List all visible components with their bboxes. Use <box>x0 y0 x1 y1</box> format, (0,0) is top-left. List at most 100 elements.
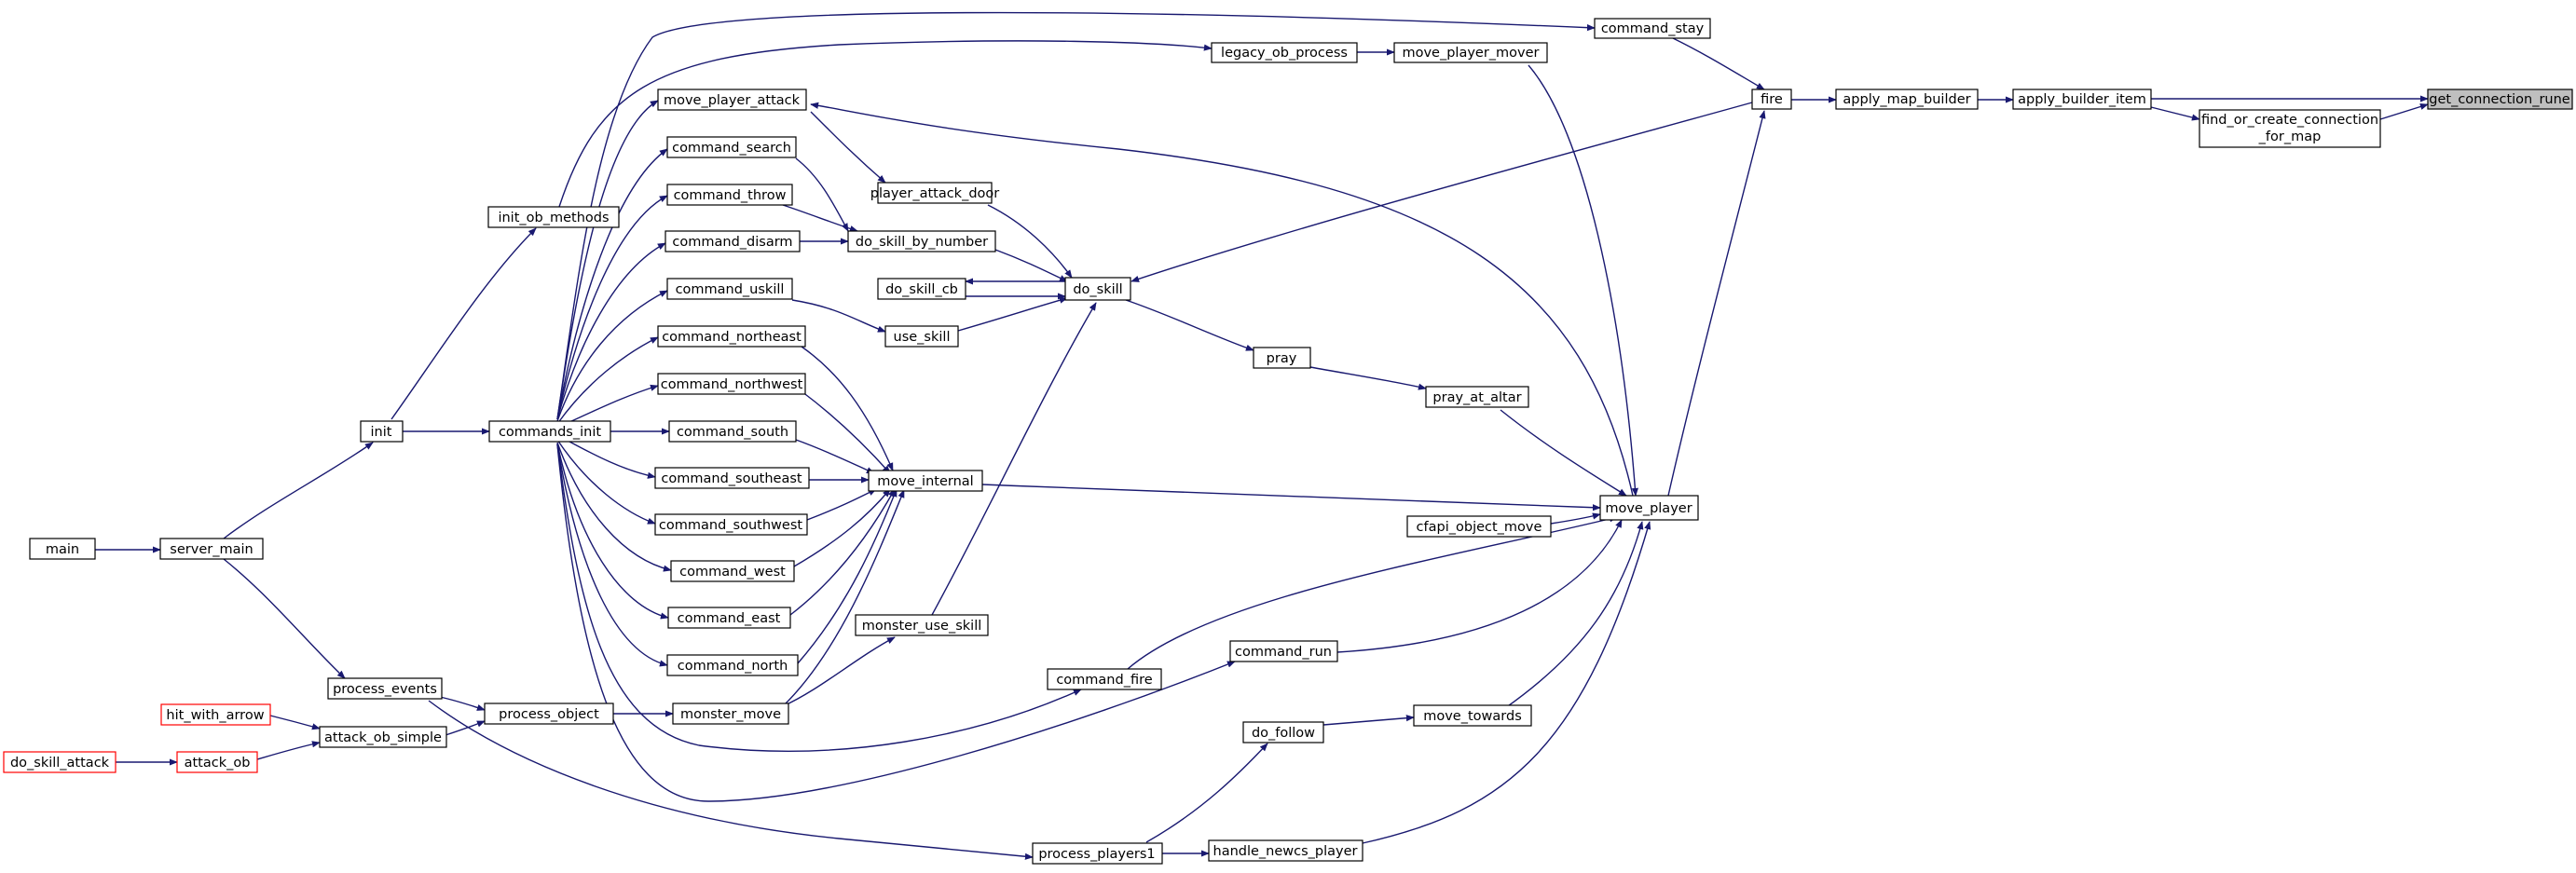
edge-command-throw-to-do-skill-by-number <box>782 204 858 232</box>
node-do-skill-by-number[interactable]: do_skill_by_number <box>847 230 996 252</box>
edge-move-player-to-fire <box>1667 110 1766 497</box>
node-move-player[interactable]: move_player <box>1599 495 1699 521</box>
node-process-events[interactable]: process_events <box>327 677 443 700</box>
edge-pray-at-altar-to-move-player <box>1500 409 1627 497</box>
node-command-stay[interactable]: command_stay <box>1594 18 1711 39</box>
node-label: command_search <box>672 141 791 156</box>
node-cfapi-object-move[interactable]: cfapi_object_move <box>1406 515 1552 538</box>
node-command-southwest[interactable]: command_southwest <box>654 513 808 536</box>
node-do-skill-cb[interactable]: do_skill_cb <box>877 278 966 300</box>
node-label: handle_newcs_player <box>1213 844 1358 859</box>
edge-commands-init-to-command-throw <box>556 195 668 420</box>
edge-do-skill-by-number-to-do-skill <box>994 249 1068 282</box>
node-monster-use-skill[interactable]: monster_use_skill <box>855 614 989 636</box>
node-fire[interactable]: fire <box>1751 89 1792 110</box>
node-command-northwest[interactable]: command_northwest <box>657 373 806 395</box>
edge-command-stay-to-fire <box>1672 37 1765 90</box>
node-pray[interactable]: pray <box>1253 347 1311 369</box>
node-move-internal[interactable]: move_internal <box>868 470 983 492</box>
node-command-run[interactable]: command_run <box>1229 640 1338 662</box>
node-label: server_main <box>170 542 253 557</box>
nodes: get_connection_rune apply_builder_item f… <box>3 18 2573 865</box>
node-init-ob-methods[interactable]: init_ob_methods <box>487 206 620 228</box>
node-apply-builder-item[interactable]: apply_builder_item <box>2012 89 2152 110</box>
edge-handle-newcs-player-to-move-player <box>1362 521 1651 844</box>
edge-command-northwest-to-move-internal <box>801 390 891 474</box>
node-do-skill-attack[interactable]: do_skill_attack <box>3 751 116 773</box>
edge-move-internal-to-move-player <box>981 484 1601 512</box>
edge-commands-init-to-command-southwest <box>556 439 656 525</box>
node-label: command_south <box>677 425 788 440</box>
node-command-fire[interactable]: command_fire <box>1047 668 1162 690</box>
node-do-skill[interactable]: do_skill <box>1064 277 1131 301</box>
node-command-throw[interactable]: command_throw <box>666 184 793 206</box>
node-monster-move[interactable]: monster_move <box>672 702 789 725</box>
edge-command-run-to-move-player <box>1336 519 1623 653</box>
node-command-northeast[interactable]: command_northeast <box>657 325 806 348</box>
node-label: command_southwest <box>659 518 802 533</box>
node-label: pray <box>1267 351 1297 366</box>
node-hit-with-arrow[interactable]: hit_with_arrow <box>160 703 271 726</box>
edge-player-attack-door-to-do-skill <box>987 204 1073 279</box>
node-command-east[interactable]: command_east <box>667 607 791 629</box>
node-use-skill[interactable]: use_skill <box>884 325 959 348</box>
edge-monster-move-to-monster-use-skill <box>782 636 896 707</box>
node-server-main[interactable]: server_main <box>159 538 264 560</box>
node-label: use_skill <box>894 330 951 345</box>
edge-commands-init-to-command-stay <box>556 11 1596 420</box>
node-label: command_east <box>678 611 781 626</box>
node-label: command_run <box>1235 645 1332 660</box>
edge-apply-builder-item-to-find-or-create <box>2150 106 2200 121</box>
node-legacy-ob-process[interactable]: legacy_ob_process <box>1211 42 1358 63</box>
node-label: move_internal <box>877 474 973 489</box>
node-command-disarm[interactable]: command_disarm <box>665 230 801 252</box>
node-find-or-create-connection-for-map[interactable]: find_or_create_connection _for_map <box>2199 109 2381 148</box>
node-label: legacy_ob_process <box>1221 46 1348 61</box>
node-handle-newcs-player[interactable]: handle_newcs_player <box>1208 839 1363 862</box>
edge-move-towards-to-move-player <box>1504 521 1644 709</box>
node-process-object[interactable]: process_object <box>484 702 614 725</box>
node-attack-ob-simple[interactable]: attack_ob_simple <box>319 726 447 748</box>
edge-command-fire-to-move-player <box>1127 515 1618 670</box>
edge-pray-to-pray-at-altar <box>1309 366 1427 390</box>
node-label: process_object <box>499 707 599 722</box>
node-label: attack_ob <box>185 756 251 771</box>
node-main[interactable]: main <box>29 538 96 560</box>
node-move-player-attack[interactable]: move_player_attack <box>657 89 807 111</box>
node-init[interactable]: init <box>360 420 404 443</box>
node-label: do_skill_by_number <box>856 235 988 250</box>
node-pray-at-altar[interactable]: pray_at_altar <box>1425 386 1529 408</box>
edges <box>95 11 2429 860</box>
node-label: move_player <box>1605 501 1692 516</box>
node-process-players1[interactable]: process_players1 <box>1032 842 1163 865</box>
node-label: fire <box>1761 92 1783 107</box>
node-label: command_stay <box>1601 21 1705 36</box>
node-command-north[interactable]: command_north <box>666 654 799 676</box>
node-label: do_skill <box>1073 282 1122 297</box>
node-move-player-mover[interactable]: move_player_mover <box>1393 42 1548 63</box>
node-label: command_northeast <box>662 330 802 345</box>
node-commands-init[interactable]: commands_init <box>488 420 611 443</box>
node-apply-map-builder[interactable]: apply_map_builder <box>1835 89 1979 110</box>
node-command-south[interactable]: command_south <box>668 420 797 443</box>
node-label: monster_use_skill <box>862 619 982 634</box>
node-command-uskill[interactable]: command_uskill <box>666 278 793 300</box>
node-attack-ob[interactable]: attack_ob <box>176 751 258 773</box>
node-command-southeast[interactable]: command_southeast <box>654 467 810 489</box>
edge-server-main-to-process-events <box>223 558 346 679</box>
node-label: do_skill_attack <box>10 756 110 771</box>
node-player-attack-door[interactable]: player_attack_door <box>870 182 1000 204</box>
node-label: player_attack_door <box>870 186 1000 201</box>
edge-commands-init-to-command-west <box>556 442 672 572</box>
node-get-connection-rune[interactable]: get_connection_rune <box>2427 89 2573 110</box>
node-label: move_player_attack <box>664 93 801 108</box>
node-command-west[interactable]: command_west <box>670 560 795 582</box>
node-label: move_towards <box>1423 709 1522 724</box>
node-label: monster_move <box>680 707 781 722</box>
node-move-towards[interactable]: move_towards <box>1413 704 1532 727</box>
node-do-follow[interactable]: do_follow <box>1242 721 1324 743</box>
node-label: do_skill_cb <box>885 282 958 297</box>
node-label: command_fire <box>1056 673 1152 688</box>
node-command-search[interactable]: command_search <box>666 136 797 158</box>
edge-move-player-attack-to-player-attack-door <box>810 111 886 184</box>
